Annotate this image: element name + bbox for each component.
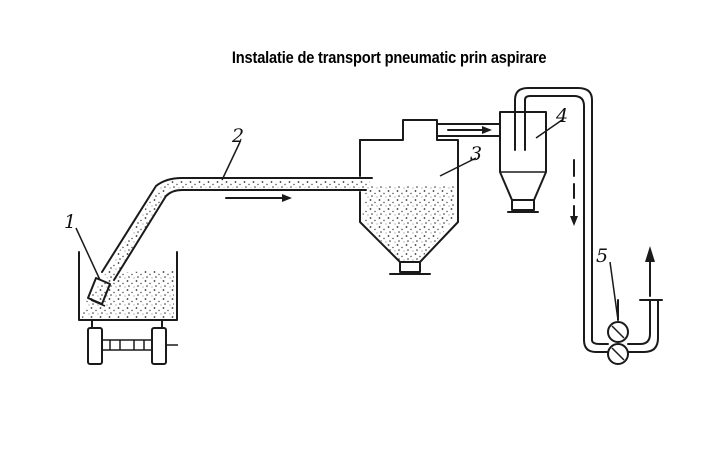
suction-nozzle	[87, 277, 111, 307]
transport-pipe	[101, 177, 373, 282]
label-1: 1	[64, 211, 76, 233]
label-5: 5	[596, 245, 608, 267]
cyclone-filter	[499, 99, 547, 213]
suction-fan	[607, 246, 663, 365]
label-3: 3	[470, 143, 482, 165]
connecting-pipe	[436, 123, 501, 137]
label-4: 4	[555, 105, 568, 127]
container-cart	[87, 319, 178, 365]
label-leaders	[75, 119, 619, 321]
exhaust-pipe	[514, 87, 609, 353]
label-2: 2	[231, 125, 244, 147]
material-separator	[359, 119, 459, 275]
diagram-title: Instalatie de transport pneumatic prin a…	[231, 48, 547, 67]
